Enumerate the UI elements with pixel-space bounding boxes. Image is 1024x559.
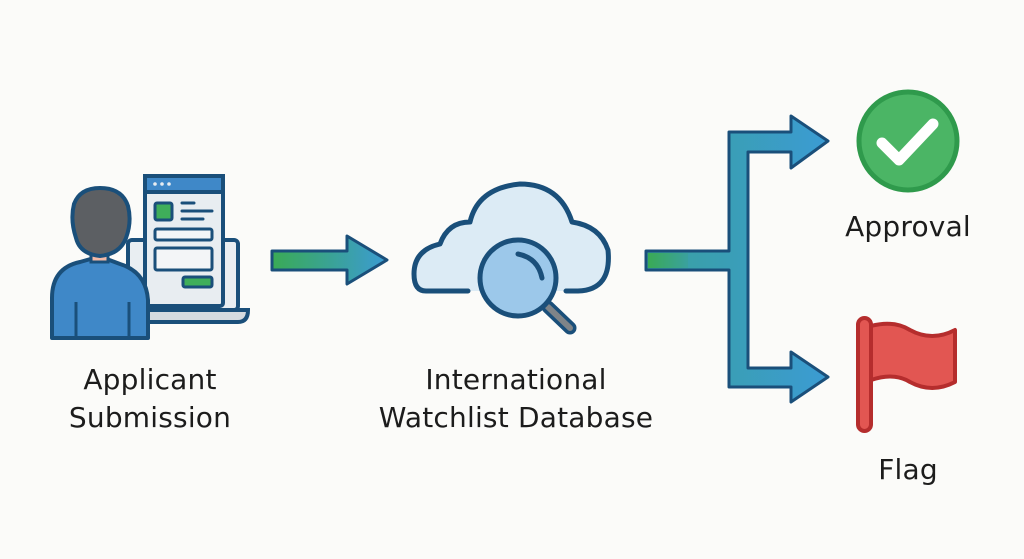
applicant-label-line1: Applicant	[83, 363, 217, 396]
flow-arrow-database-to-approval	[644, 114, 830, 404]
magnifier-icon	[477, 237, 577, 335]
approval-label: Approval	[845, 210, 971, 243]
database-label-line1: International	[425, 363, 607, 396]
applicant-submission-icon	[50, 174, 251, 340]
flow-arrow-applicant-to-database	[270, 234, 389, 286]
person-icon	[50, 185, 150, 340]
check-circle-icon	[856, 89, 960, 193]
red-flag-icon	[856, 316, 957, 433]
branch-arrow	[644, 114, 830, 404]
form-screen-icon	[143, 174, 225, 308]
applicant-submission-label: Applicant Submission	[40, 361, 260, 437]
flag-label: Flag	[878, 453, 938, 486]
cloud-search-icon	[411, 181, 611, 335]
database-label-line2: Watchlist Database	[378, 401, 654, 434]
watchlist-database-label: International Watchlist Database	[356, 361, 676, 437]
applicant-label-line2: Submission	[68, 401, 232, 434]
